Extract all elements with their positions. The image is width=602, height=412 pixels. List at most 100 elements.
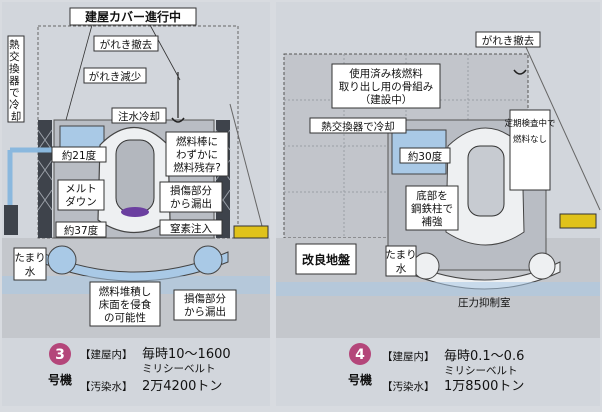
unit4-in-building-label: 【建屋内】 — [382, 350, 435, 363]
unit3-melt-line1: メルト — [65, 183, 97, 195]
unit3-leak1-line1: 損傷部分 — [170, 184, 212, 197]
unit4-ground-box — [295, 243, 357, 275]
unit3-hx-char-3: 換 — [9, 63, 20, 75]
unit3-temp2-box — [55, 221, 107, 238]
unit4-base-box — [405, 185, 459, 231]
unit4-pool-box — [385, 245, 417, 277]
unit3-fuel-rods-line1: 燃料棒に — [176, 135, 218, 148]
unit4-contaminated-label: 【汚染水】 — [382, 380, 435, 393]
unit3-suffix: 号機 — [48, 372, 72, 387]
unit3-cover-box — [69, 7, 197, 26]
unit3-panel: 建屋カバー進行中 熱 交 換 器 で 冷 却 がれき撤去 がれき減少 注水冷却 … — [2, 2, 270, 406]
unit4-inspection-box — [509, 109, 551, 191]
unit4-temp-label: 約30度 — [408, 150, 443, 163]
unit3-in-building-value: 毎時10～1600 — [142, 346, 231, 362]
unit3-crane-vehicle — [233, 225, 269, 239]
unit3-debris-line1: 燃料堆積し — [99, 285, 152, 298]
unit3-hx-char-5: で — [9, 87, 20, 99]
unit4-pooled-water — [276, 282, 600, 296]
unit4-frame-box — [331, 63, 441, 109]
unit4-base-line2: 鋼鉄柱で — [411, 202, 453, 215]
unit4-contaminated-value: 1万8500トン — [444, 379, 524, 394]
unit3-contaminated-value: 2万4200トン — [142, 379, 222, 394]
unit3-rubble-reduce-label: がれき減少 — [89, 70, 142, 83]
unit3-pool-line2: 水 — [25, 266, 36, 278]
unit3-heat-exchanger — [4, 205, 18, 235]
unit3-leak1-box — [159, 181, 223, 213]
unit3-nitrogen-label: 窒素注入 — [170, 222, 212, 235]
unit3-temp-box — [51, 146, 107, 163]
unit4-crane-vehicle — [559, 213, 597, 229]
unit3-cover-leaders — [65, 24, 181, 121]
unit3-hx-label: 熱 交 換 器 で 冷 却 — [9, 38, 23, 123]
unit3-hx-box — [7, 35, 25, 123]
unit3-water-inject-label: 注水冷却 — [118, 110, 160, 123]
unit4-hx-box — [309, 117, 407, 134]
unit3-fuel-rods-line2: わずかに — [176, 149, 218, 161]
unit3-pressure-vessel — [115, 139, 155, 213]
unit4-hx-label: 熱交換器で冷却 — [321, 120, 395, 133]
unit4-inspection-line2: 燃料なし — [513, 134, 547, 145]
unit3-hx-char-1: 熱 — [9, 38, 20, 51]
unit4-in-building-value: 毎時0.1～0.6 — [444, 348, 524, 364]
unit4-temp-box — [399, 147, 451, 164]
unit4-ground-label: 改良地盤 — [302, 252, 351, 267]
unit3-torus-left — [47, 245, 77, 275]
unit4-base-line3: 補強 — [422, 215, 443, 228]
unit4-pressure-vessel — [467, 145, 505, 217]
unit3-hx-char-6: 冷 — [9, 98, 20, 111]
unit3-temp-label: 約21度 — [62, 149, 97, 162]
unit4-pool-line1: たまり — [385, 249, 416, 261]
unit3-debris-box — [89, 281, 161, 327]
unit3-hx-char-4: 器 — [9, 75, 20, 87]
unit3-debris-line3: の可能性 — [104, 311, 146, 324]
unit3-water-inject-box — [111, 107, 167, 124]
unit4-suffix: 号機 — [348, 372, 372, 387]
unit3-info-panel: 3 号機 【建屋内】 毎時10～1600 ミリシーベルト 【汚染水】 2万420… — [48, 343, 231, 394]
unit3-boom-crane — [229, 103, 263, 227]
unit3-melt-line2: ダウン — [65, 195, 97, 208]
unit4-info-panel: 4 号機 【建屋内】 毎時0.1～0.6 ミリシーベルト 【汚染水】 1万850… — [348, 343, 524, 394]
unit3-unit-line: ミリシーベルト — [142, 363, 216, 375]
unit3-hx-char-2: 交 — [9, 50, 20, 63]
unit3-in-building-label: 【建屋内】 — [80, 348, 133, 361]
unit3-pool-box — [13, 247, 47, 281]
unit3-truss-left-lattice — [37, 129, 53, 211]
unit3-fuel-rods-line3: 燃料残存? — [173, 161, 221, 174]
unit3-leak1-line2: から漏出 — [170, 197, 212, 210]
unit4-frame-line2: 取り出し用の骨組み — [339, 80, 434, 93]
unit4-boom-crane — [519, 33, 601, 211]
unit3-rubble-removal-box — [93, 35, 159, 52]
unit4-number: 4 — [355, 347, 365, 363]
unit4-rubble-removal-box — [475, 31, 541, 48]
unit3-hx-char-7: 却 — [11, 111, 22, 123]
unit4-panel: 改良地盤 がれき撤去 使用済み核燃料 取り出し用の骨組み （建設中） 熱交換器で… — [276, 2, 601, 406]
unit3-fuel-rods-box — [165, 131, 229, 177]
unit3-contaminated-label: 【汚染水】 — [80, 380, 133, 393]
unit4-torus-right — [528, 252, 556, 280]
unit3-pool-line1: たまり — [14, 252, 45, 264]
unit3-nitrogen-box — [159, 219, 223, 236]
unit4-frame-line3: （建設中） — [360, 93, 413, 106]
unit4-crane-hook — [513, 69, 527, 75]
unit4-unit-line: ミリシーベルト — [444, 365, 518, 377]
unit3-crane-hook — [171, 117, 185, 123]
unit4-pool-line2: 水 — [396, 263, 407, 275]
unit4-frame-line1: 使用済み核燃料 — [349, 67, 423, 80]
unit3-leak2-line2: から漏出 — [184, 305, 226, 318]
unit3-melt-box — [57, 179, 105, 211]
unit4-suppression-label: 圧力抑制室 — [458, 296, 511, 309]
unit3-cover-label: 建屋カバー進行中 — [84, 9, 181, 24]
unit3-torus-right — [193, 245, 223, 275]
unit3-truss-left — [38, 120, 52, 238]
unit3-leak2-box — [173, 289, 237, 321]
unit3-number: 3 — [55, 347, 65, 363]
unit4-rubble-removal-label: がれき撤去 — [482, 34, 535, 47]
unit3-debris-line2: 床面を侵食 — [99, 298, 152, 311]
unit3-temp2-label: 約37度 — [64, 224, 99, 237]
unit4-number-badge — [349, 343, 371, 365]
unit4-torus-left — [412, 252, 440, 280]
unit3-leak2-line1: 損傷部分 — [184, 292, 226, 305]
